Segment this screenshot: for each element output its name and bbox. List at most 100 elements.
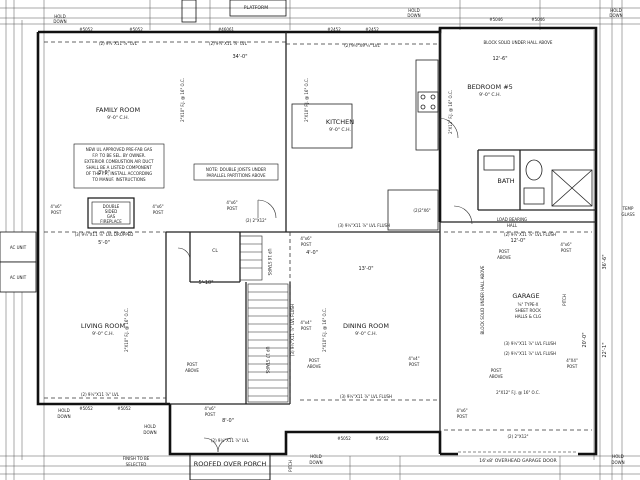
- room-living-ceiling: 9'-0" C.H.: [92, 331, 114, 337]
- post-above-2b: ABOVE: [185, 368, 199, 373]
- room-family: FAMILY ROOM: [96, 106, 140, 114]
- fp-note-2: F.P. TO BE SEL. BY OWNER.: [92, 153, 145, 158]
- hold-bl-1: HOLD: [58, 408, 69, 413]
- dim-3-0: 3'-0": [98, 170, 110, 176]
- fp-label-1: DOUBLE: [103, 204, 120, 209]
- post-i-size: 4"x6": [456, 408, 467, 413]
- window-tag-5: #2452: [365, 27, 379, 32]
- post-c: POST: [227, 206, 238, 211]
- post-above-2: POST: [187, 362, 198, 367]
- post-g: POST: [409, 362, 420, 367]
- kitchen-fixtures: [291, 59, 439, 231]
- temp-glass-1: TEMP: [622, 206, 634, 211]
- beam-flush-6: (2) 9½"X11 ⅞" LVL FLUSH: [504, 351, 556, 356]
- beam-top-2: (2) 9½"X11 ⅞" LVL: [209, 41, 248, 46]
- beam-flush-3: (3) 9½"X11 ⅞" LVL FLUSH: [340, 394, 392, 399]
- fireplace-note-box: [73, 143, 165, 189]
- window-bot-4: #5052: [375, 436, 389, 441]
- room-kitchen-ceiling: 9'-0" C.H.: [329, 127, 351, 133]
- finish-note-2: SELECTED: [126, 462, 147, 467]
- beam-top-1: (2) 9½"X11 ⅞" LVL: [99, 41, 138, 46]
- fp-label-3: GAS: [107, 214, 116, 219]
- room-family-ceiling: 9'-0" C.H.: [107, 115, 129, 121]
- hold-bc-1: HOLD: [144, 424, 155, 429]
- room-dining: DINING ROOM: [343, 322, 389, 330]
- stairs-label-1: UP 16 STAIRS: [267, 249, 272, 276]
- fp-note-4: SHALL BE A LISTED COMPONENT: [86, 165, 152, 170]
- garage-note-2: SHEET ROCK: [515, 308, 541, 313]
- window-tag-7: #5046: [531, 17, 545, 22]
- beam-lines: [44, 41, 592, 431]
- window-bot-2: #5052: [117, 406, 131, 411]
- room-bath: BATH: [497, 177, 514, 185]
- hold-bl-2: DOWN: [57, 414, 70, 419]
- post-i: POST: [457, 414, 468, 419]
- room-garage: GARAGE: [512, 292, 539, 300]
- joist-note-box: [193, 163, 279, 181]
- post-b: POST: [153, 210, 164, 215]
- post-above-1: POST: [499, 249, 510, 254]
- beam-bot-2: (2) 9½"X11 ⅞" LVL: [211, 438, 250, 443]
- hold-bc-2: DOWN: [143, 430, 156, 435]
- post-h-size: 4"X4": [566, 358, 578, 363]
- window-bot-3: #5052: [337, 436, 351, 441]
- finish-note-1: FINISH TO BE: [123, 456, 150, 461]
- ac-units: [0, 231, 37, 293]
- dim-36: 36'-6": [602, 254, 608, 269]
- header-2x6: (2)2"X6": [413, 208, 430, 213]
- room-bedroom-ceiling: 9'-0" C.H.: [479, 92, 501, 98]
- post-e: POST: [301, 326, 312, 331]
- fp-note-1: NEW UL APPROVED PRE-FAB GAS: [86, 147, 153, 152]
- dim-5-10: 5'-10": [198, 280, 213, 286]
- joist-dining: 2"X10" F.J. @ 16" O.C.: [322, 308, 327, 352]
- window-tag-3: #46061: [218, 27, 235, 32]
- post-e-size: 4"x4": [300, 320, 311, 325]
- beam-flush-5: (3) 9½"X11 ⅞" LVL FLUSH: [504, 341, 556, 346]
- hold-br-2: DOWN: [309, 460, 322, 465]
- hold-down-2: HOLD: [408, 8, 419, 13]
- room-bedroom: BEDROOM #5: [467, 83, 513, 91]
- post-above-4b: ABOVE: [489, 374, 503, 379]
- platform-box: [181, 0, 197, 23]
- hold-br2-1: HOLD: [612, 454, 623, 459]
- pitch-2: PITCH: [288, 460, 293, 472]
- beam-bot-1: (2) 9½"X11 ⅞" LVL: [81, 392, 120, 397]
- beam-flush-2: (3) 9½"X11 ⅞" LVL FLUSH: [290, 304, 295, 356]
- post-f-size: 4"x6": [560, 242, 571, 247]
- fp-label-4: FIREPLACE: [100, 219, 122, 224]
- block-solid-top: BLOCK SOLID UNDER HALL ABOVE: [484, 40, 553, 45]
- platform-area: [229, 0, 287, 17]
- fireplace: [87, 197, 135, 229]
- hold-br-1: HOLD: [310, 454, 321, 459]
- porch: [189, 453, 271, 480]
- dim-8-0: 8'-0": [222, 418, 234, 424]
- dim-12-6: 12'-6": [492, 56, 507, 62]
- joist-note-1: NOTE: DOUBLE JOISTS UNDER: [206, 167, 266, 172]
- window-tag-4: #2452: [327, 27, 341, 32]
- beam-top-3: (2) 9½"X9 ¼" LVL: [344, 43, 380, 48]
- post-above-3: POST: [309, 358, 320, 363]
- fp-note-3: EXTERIOR COMBUSTION AIR DUCT: [84, 159, 154, 164]
- window-tag-1: #5052: [79, 27, 93, 32]
- window-tag-6: #5046: [489, 17, 503, 22]
- post-d-size: 4"x6": [300, 236, 311, 241]
- room-dining-ceiling: 9'-0" C.H.: [355, 331, 377, 337]
- ac-unit-2: AC UNIT: [10, 275, 27, 280]
- hold-br2-2: DOWN: [611, 460, 624, 465]
- hold-down-1b: DOWN: [53, 19, 66, 24]
- pitch-1: PITCH: [562, 294, 567, 306]
- garage-note-1: ⅝" TYPE-X: [518, 302, 539, 307]
- post-h: POST: [567, 364, 578, 369]
- load-bearing: LOAD BEARING: [497, 217, 527, 222]
- joist-note-2: PARALLEL PARTITIONS ABOVE: [206, 173, 266, 178]
- beam-lvl-dropped: (3) 9½"X11 ⅞" LVL DROPPED: [75, 232, 134, 237]
- post-g-size: 4"x4": [408, 356, 419, 361]
- beam-flush-1: (3) 9½"X11 ⅞" LVL FLUSH: [338, 223, 390, 228]
- stairs-label-2: UP 17 STAIRS: [265, 347, 270, 374]
- platform-label: PLATFORM: [244, 5, 268, 11]
- dim-5-0: 5'-0": [98, 240, 110, 246]
- post-c-size: 4"x6": [226, 200, 237, 205]
- post-b-size: 4"x6": [152, 204, 163, 209]
- joist-kitchen: 2"X10" F.J. @ 16" O.C.: [304, 78, 309, 122]
